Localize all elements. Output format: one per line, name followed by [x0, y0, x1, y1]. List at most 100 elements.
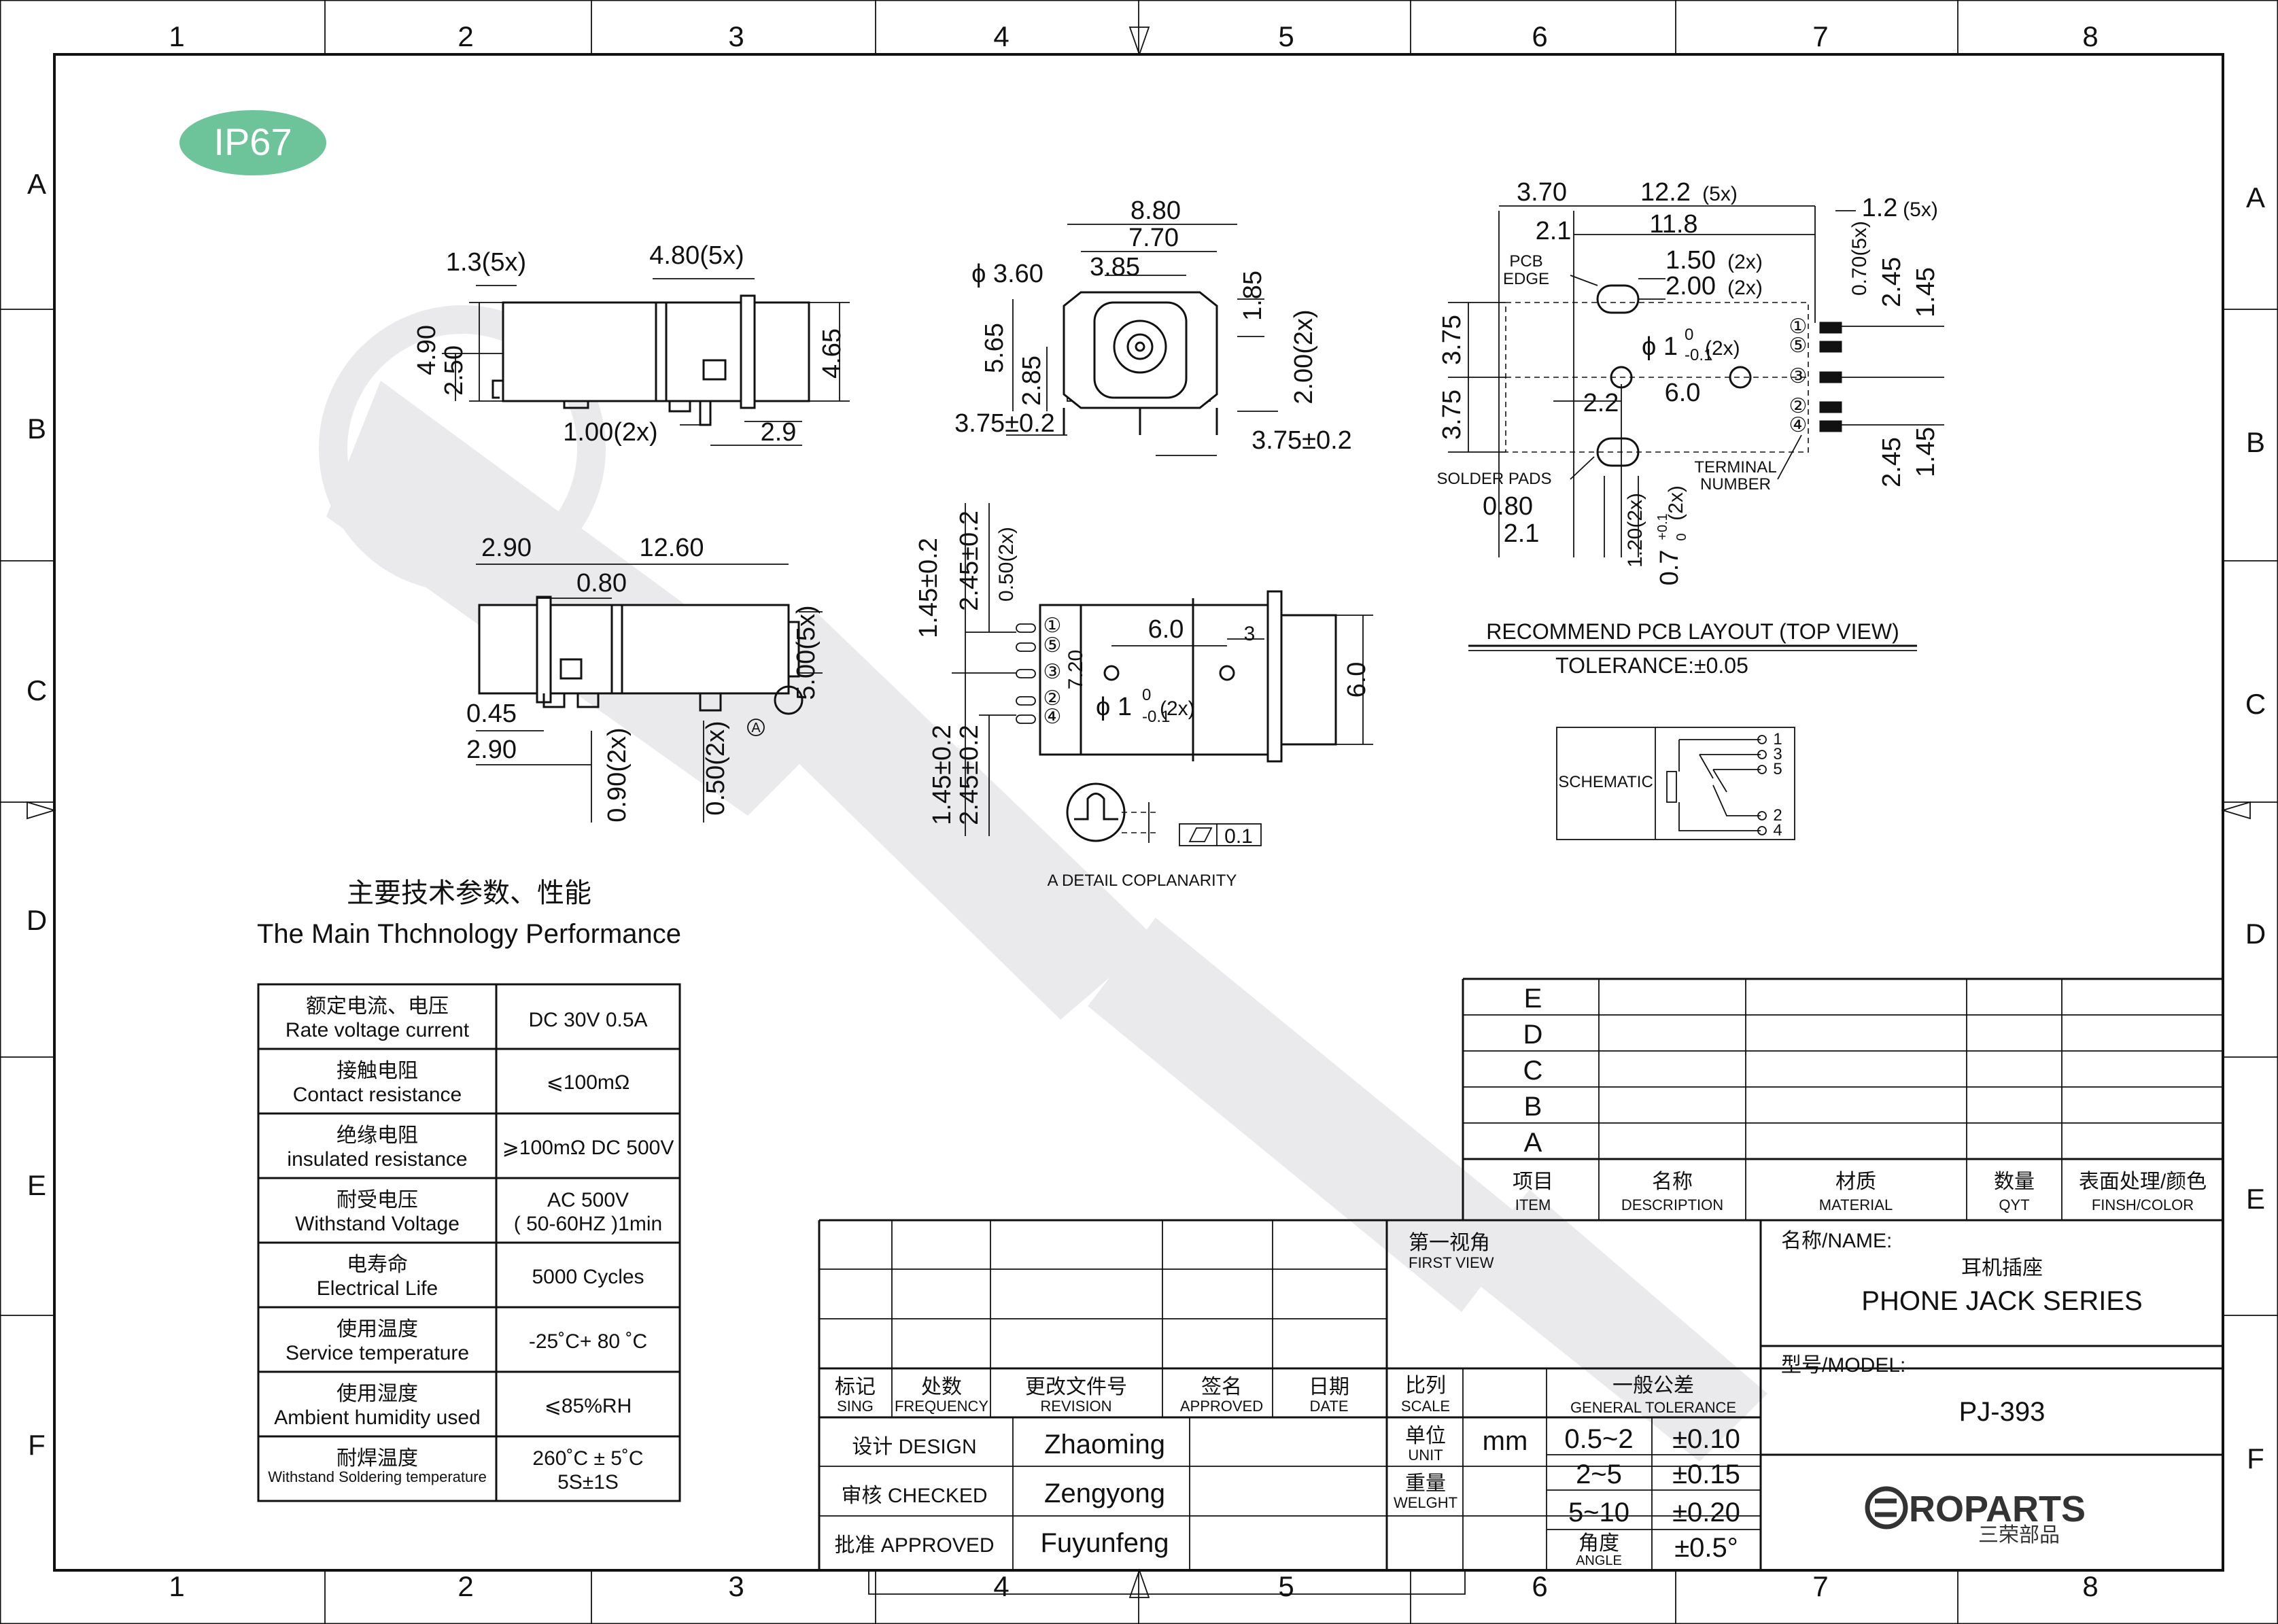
tolerance-value-3: ±0.20	[1672, 1498, 1740, 1527]
front-dim-2-85: 2.85	[1018, 356, 1046, 406]
bottom-dim-0-50: 0.50(2x)	[702, 721, 730, 815]
top-pin-1: ①	[1043, 615, 1062, 637]
pcb-pin-5: ⑤	[1789, 334, 1808, 357]
schematic-label: SCHEMATIC	[1558, 773, 1653, 791]
pcb-dim-0-7-count: (2x)	[1665, 485, 1687, 521]
perf-row-6-cn: 使用温度	[336, 1318, 418, 1341]
front-dim-1-85: 1.85	[1239, 271, 1267, 321]
side-dim-4-80: 4.80(5x)	[649, 241, 744, 270]
pcb-dim-1-20: 1.20(2x)	[1624, 493, 1646, 568]
revision-header-material-en: MATERIAL	[1819, 1196, 1893, 1213]
weight-label-en: WELGHT	[1394, 1494, 1457, 1511]
tolerance-range-2: 2~5	[1576, 1459, 1622, 1489]
bottom-detail-marker: A	[751, 721, 761, 736]
pcb-dim-2-00: 2.00	[1666, 272, 1716, 300]
revision-header-finish-cn: 表面处理/颜色	[2079, 1171, 2207, 1193]
performance-row: 电寿命 Electrical Life 5000 Cycles	[317, 1254, 644, 1300]
perf-row-1-value: DC 30V 0.5A	[528, 1009, 647, 1031]
coplanarity-detail: 0.1 A DETAIL COPLANARITY	[1048, 782, 1262, 890]
pcb-terminal-label-2: NUMBER	[1700, 475, 1771, 494]
front-dim-phi: ϕ 3.60	[971, 260, 1043, 288]
pcb-dim-0-80: 0.80	[1483, 492, 1533, 521]
row-label-d-right: D	[2245, 918, 2266, 950]
front-dim-3-75-right: 3.75±0.2	[1252, 426, 1352, 455]
coplanarity-label: A DETAIL COPLANARITY	[1048, 871, 1237, 890]
col-label-4-bottom: 4	[993, 1570, 1009, 1602]
change-header-approved-cn: 签名	[1201, 1376, 1242, 1398]
pcb-dim-2-1-top: 2.1	[1536, 217, 1572, 245]
revision-header-material-cn: 材质	[1835, 1171, 1876, 1193]
perf-row-1-cn: 额定电流、电压	[306, 995, 449, 1018]
side-dim-4-65: 4.65	[818, 328, 846, 379]
col-label-3: 3	[728, 20, 744, 52]
change-header-sing-en: SING	[837, 1398, 874, 1415]
row-label-f-right: F	[2247, 1442, 2264, 1474]
front-dim-7-70: 7.70	[1128, 224, 1179, 252]
performance-row: 接触电阻 Contact resistance ⩽100mΩ	[293, 1060, 630, 1106]
schematic-pin-5: 5	[1773, 760, 1782, 778]
revision-header-item-en: ITEM	[1515, 1196, 1551, 1213]
performance-row: 额定电流、电压 Rate voltage current DC 30V 0.5A	[286, 995, 648, 1041]
perf-row-2-cn: 接触电阻	[336, 1060, 418, 1082]
col-label-2-bottom: 2	[458, 1570, 473, 1602]
pcb-dim-hole-tol-bottom: -0.1	[1685, 346, 1712, 364]
pcb-dim-1-50-count: (2x)	[1727, 251, 1763, 273]
product-name-cn: 耳机插座	[1961, 1257, 2043, 1279]
schematic-pin-2: 2	[1773, 806, 1782, 825]
pcb-pin-1: ①	[1789, 315, 1808, 338]
front-dim-3-75-left: 3.75±0.2	[954, 409, 1055, 438]
tolerance-range-3: 5~10	[1568, 1498, 1629, 1527]
revision-header-finish-en: FINSH/COLOR	[2092, 1196, 2194, 1213]
approved-label: 批准 APPROVED	[834, 1534, 994, 1557]
bottom-view: A 2.90 12.60 0.80 5.00(5x) 0.45 2.90 0.9…	[466, 534, 823, 823]
bottom-tab	[868, 1570, 1466, 1595]
watermark	[319, 305, 1767, 1462]
company-logo-cn: 三荣部品	[1978, 1524, 2060, 1547]
top-dim-2-45-a: 2.45±0.2	[955, 511, 984, 611]
unit-label-cn: 单位	[1405, 1425, 1446, 1447]
schematic-pin-1: 1	[1773, 730, 1782, 748]
pcb-edge-label-2: EDGE	[1503, 270, 1549, 288]
scale-label-en: SCALE	[1401, 1398, 1450, 1415]
row-label-e-right: E	[2246, 1183, 2265, 1215]
perf-row-8-en: Withstand Soldering temperature	[268, 1468, 487, 1485]
revision-header-description-en: DESCRIPTION	[1621, 1196, 1723, 1213]
company-logo: ROPARTS 三荣部品	[1865, 1486, 2086, 1547]
col-label-2: 2	[458, 20, 473, 52]
bottom-dim-0-45: 0.45	[466, 699, 517, 728]
bottom-dim-5-00: 5.00(5x)	[792, 605, 821, 699]
revision-row-c: C	[1523, 1056, 1543, 1086]
top-pin-4: ④	[1043, 706, 1062, 728]
pcb-dim-1-45-top: 1.45	[1912, 267, 1940, 317]
row-label-f: F	[28, 1429, 46, 1461]
col-label-1: 1	[169, 20, 184, 52]
perf-row-5-en: Electrical Life	[317, 1277, 438, 1300]
col-label-5-bottom: 5	[1278, 1570, 1294, 1602]
angle-value: ±0.5°	[1674, 1533, 1738, 1563]
row-label-c-right: C	[2245, 688, 2266, 720]
pcb-dim-hole: ϕ 1	[1642, 332, 1678, 361]
change-header-sing-cn: 标记	[835, 1376, 876, 1398]
pcb-dim-1-45-bottom: 1.45	[1912, 427, 1940, 477]
perf-row-7-value: ⩽85%RH	[545, 1395, 632, 1417]
ip67-badge: IP67	[179, 110, 326, 175]
top-dim-hole-tol-top: 0	[1142, 686, 1151, 704]
top-dim-1-45-b: 1.45±0.2	[928, 725, 956, 825]
side-view: 1.3(5x) 4.80(5x) 4.90 2.50 4.65 1.00(2x)…	[413, 241, 850, 447]
top-view: ① ⑤ ③ ② ④ 1.45±0.2 2.45±0.2 0.50(2x) 6.0…	[914, 503, 1373, 836]
top-dim-1-45-a: 1.45±0.2	[914, 538, 943, 638]
product-name-en: PHONE JACK SERIES	[1861, 1286, 2142, 1316]
col-label-7-bottom: 7	[1812, 1570, 1828, 1602]
angle-label-en: ANGLE	[1576, 1553, 1622, 1568]
first-view-en: FIRST VIEW	[1409, 1254, 1494, 1271]
change-header-date-cn: 日期	[1309, 1376, 1349, 1398]
tolerance-value-2: ±0.15	[1672, 1459, 1740, 1489]
row-label-a-right: A	[2246, 182, 2265, 213]
perf-row-6-value: -25˚C+ 80 ˚C	[529, 1330, 647, 1353]
bottom-dim-2-90-top: 2.90	[481, 534, 532, 562]
change-header-revision-en: REVISION	[1040, 1398, 1111, 1415]
col-label-6-bottom: 6	[1532, 1570, 1547, 1602]
perf-row-3-cn: 绝缘电阻	[336, 1124, 418, 1147]
front-dim-5-65: 5.65	[980, 323, 1009, 373]
